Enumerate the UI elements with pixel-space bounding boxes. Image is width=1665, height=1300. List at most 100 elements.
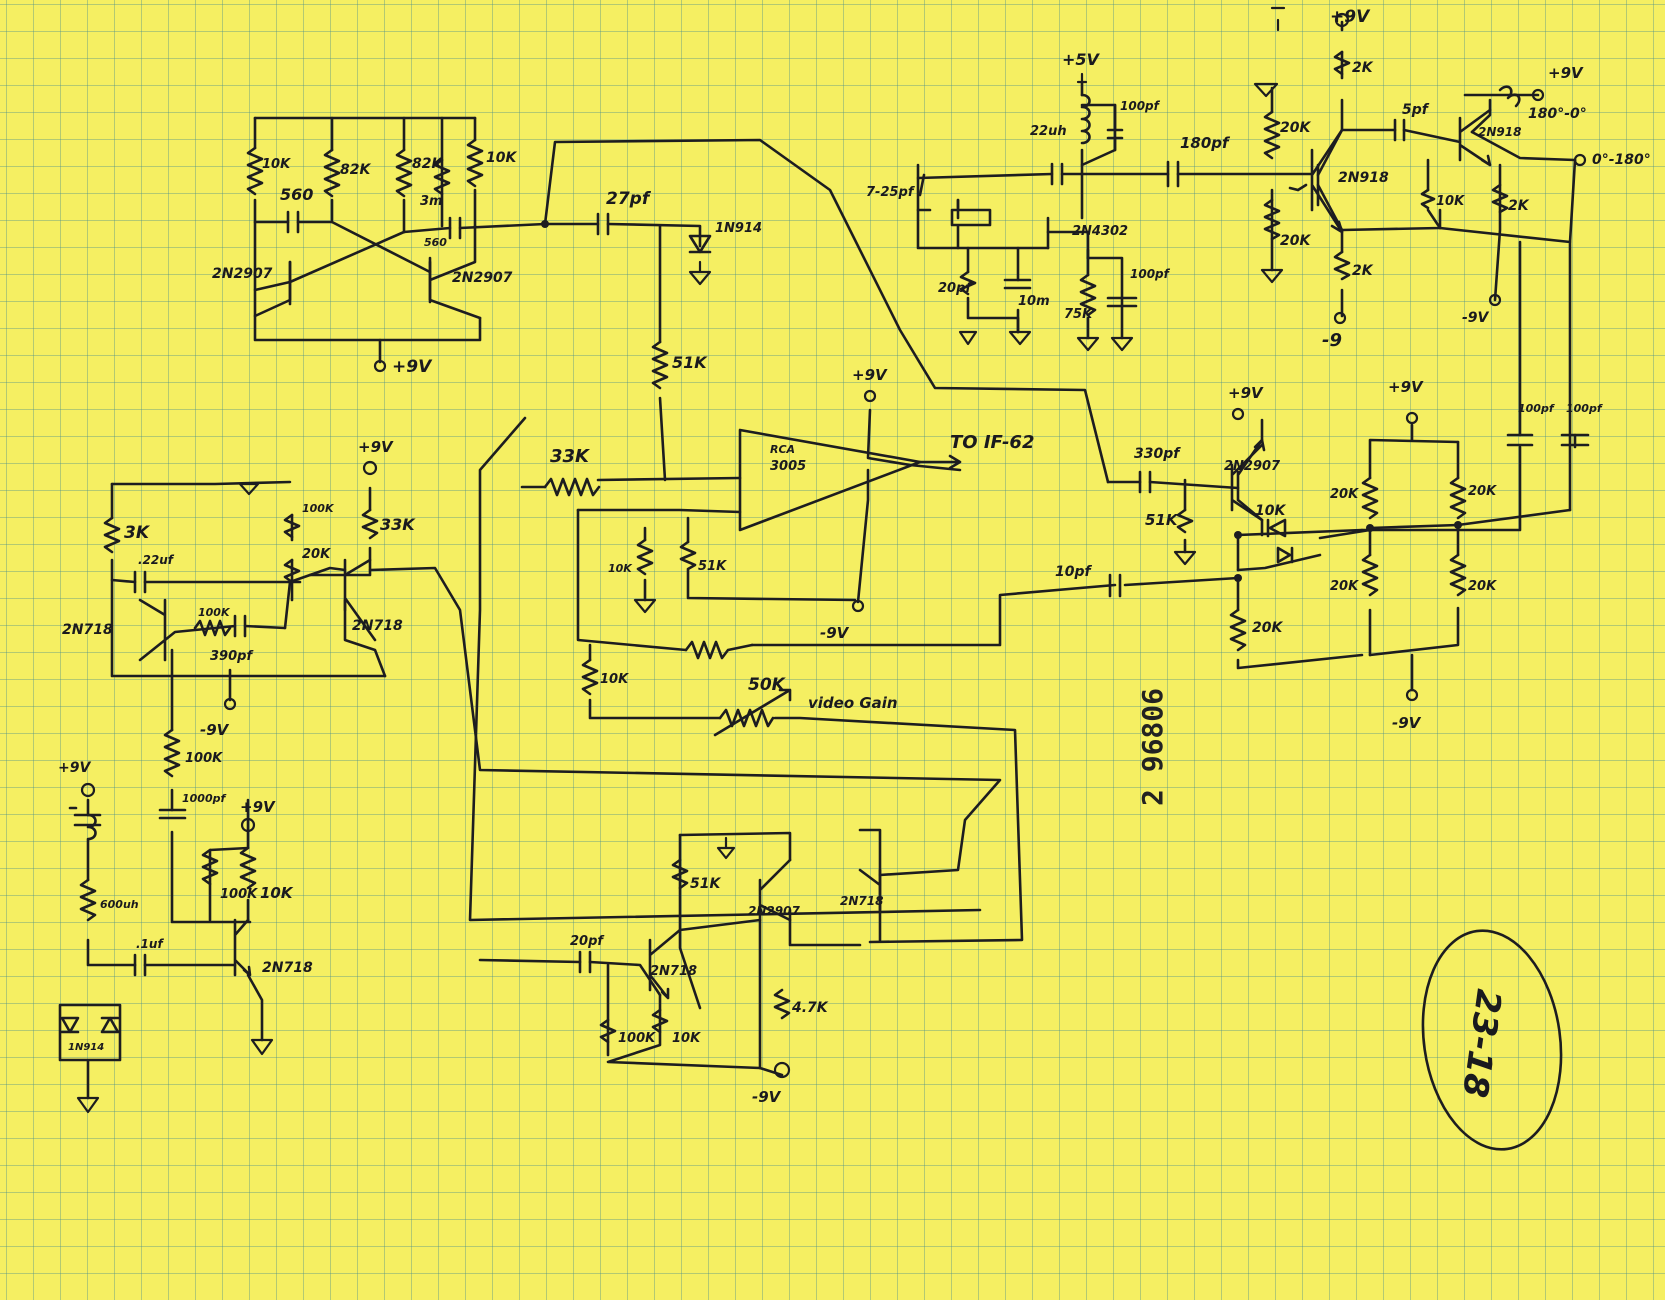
label-q-2n718-c: 2N718	[262, 960, 313, 976]
label-r-10m: 10m	[1018, 294, 1050, 309]
label-r-100k-a: 100K	[302, 502, 335, 515]
label-r-10k-f: 10K	[600, 672, 629, 687]
label-c-22uf: .22uf	[138, 553, 175, 567]
label-r-33k-b: 33K	[380, 515, 416, 534]
label-r-20k-d: 20K	[1330, 487, 1359, 502]
label-r-51k-c: 51K	[1145, 511, 1179, 529]
label-r-20k-g: 20K	[1468, 579, 1497, 594]
label-l-600uh: 600uh	[100, 898, 139, 911]
label-c-100pf-a: 100pf	[1120, 99, 1161, 113]
label-r-20k-e: 20K	[1468, 484, 1497, 499]
label-v-plus5: +5V	[1062, 50, 1101, 69]
op-amp-rca-3005	[738, 428, 962, 532]
label-r-4-7k: 4.7K	[791, 1000, 829, 1016]
label-q-2n718-e: 2N718	[650, 964, 697, 979]
label-r-82k: 82K	[340, 162, 371, 178]
label-r-100k-e: 100K	[618, 1031, 656, 1046]
label-r-3k: 3K	[124, 523, 151, 543]
label-q-2n718-a: 2N718	[62, 622, 113, 638]
label-q-2n918-b: 2N918	[1478, 125, 1521, 139]
label-to-if-62: TO IF-62	[950, 432, 1034, 453]
label-c-100pf-c: 100pf	[1518, 402, 1555, 415]
label-v-plus9-b: +9V	[1330, 7, 1371, 27]
label-r-2k-b: 2K	[1352, 263, 1374, 279]
sheet-number-circle	[1421, 929, 1563, 1151]
label-r-100k-b: 100K	[198, 606, 231, 619]
label-l-22uh: 22uh	[1030, 124, 1067, 139]
label-ic-3005: 3005	[770, 459, 806, 474]
label-c-27pf: 27pf	[606, 189, 652, 209]
label-c-5pf: 5pf	[1402, 102, 1430, 118]
label-c-10pf: 10pf	[1055, 564, 1093, 580]
label-v-minus9-e: -9V	[200, 721, 230, 739]
label-q-2n2907-b: 2N2907	[452, 270, 513, 286]
label-c-1uf: .1uf	[136, 937, 164, 951]
sheet-number: 23-18	[1454, 987, 1509, 1100]
label-v-plus9-i: +9V	[58, 760, 91, 776]
label-q-2n918-a: 2N918	[1338, 170, 1389, 186]
label-v-plus9-c: +9V	[1548, 64, 1584, 82]
label-v-minus9-f: -9V	[752, 1088, 782, 1106]
label-r-100k-c: 100K	[185, 751, 223, 766]
label-q-2n2907-a: 2N2907	[212, 266, 273, 282]
label-r-20k-c: 20K	[1252, 620, 1283, 636]
label-c-180pf: 180pf	[1180, 134, 1231, 152]
label-r-10k-d: 10K	[608, 562, 633, 575]
label-c-330pf: 330pf	[1134, 446, 1181, 462]
label-r-51k-a: 51K	[672, 353, 708, 372]
label-c-390pf: 390pf	[210, 649, 254, 664]
label-v-minus9-b: -9V	[1462, 310, 1490, 326]
label-q-2n718-d: 2N718	[840, 894, 883, 908]
label-pot-50k: 50K	[748, 675, 787, 695]
inductors-and-crystal	[86, 85, 1521, 841]
label-q-2n2907-c: 2N2907	[1224, 459, 1281, 474]
label-ic-rca: RCA	[770, 443, 795, 456]
capacitors	[68, 103, 1590, 977]
label-r-3m: 3m	[420, 194, 443, 209]
label-r-10k-g: 10K	[260, 884, 294, 902]
label-q-2n718-b: 2N718	[352, 618, 403, 634]
label-r-20k-f: 20K	[1330, 579, 1359, 594]
label-c-560-b: 560	[424, 236, 447, 249]
label-c-100pf-b: 100pf	[1130, 267, 1171, 281]
label-r-51k-d: 51K	[690, 876, 721, 892]
component-labels: 10K 82K 82K 10K 560 3m 560 2N2907 2N2907…	[58, 7, 1651, 1106]
label-v-plus9-top: +9V	[392, 357, 433, 377]
label-c-100pf-d: 100pf	[1566, 402, 1603, 415]
label-r-20k-a: 20K	[1280, 120, 1311, 136]
label-q-2n4302: 2N4302	[1072, 224, 1128, 239]
label-r-10k: 10K	[262, 157, 291, 172]
label-d-1n914-b: 1N914	[68, 1042, 104, 1053]
label-v-minus9-d: -9V	[1392, 714, 1422, 732]
label-r-10k-e: 10K	[1255, 503, 1286, 519]
label-r-100k-d: 100K	[220, 887, 258, 902]
label-r-33k-a: 33K	[550, 446, 591, 467]
label-v-plus9-h: +9V	[240, 798, 276, 816]
label-r-20k-b: 20K	[1280, 233, 1311, 249]
label-v-plus9-f: +9V	[1388, 378, 1424, 396]
terminals-and-grounds	[76, 6, 1587, 1114]
label-v-minus9-c: -9V	[820, 624, 850, 642]
label-r-82k-b: 82K	[412, 156, 443, 172]
label-r-75k: 75K	[1064, 307, 1093, 322]
schematic-wires	[58, 20, 1577, 1100]
label-q-2n2907-d: 2N2907	[748, 904, 800, 918]
label-video-gain: video Gain	[808, 694, 898, 712]
label-c-560: 560	[280, 185, 313, 204]
label-c-20pf-b: 20pf	[570, 934, 605, 949]
label-v-minus9-a: -9	[1322, 330, 1342, 351]
transistors	[138, 108, 1492, 1000]
label-v-plus9-e: +9V	[1228, 384, 1264, 402]
label-phase-a: 180°-0°	[1528, 106, 1587, 122]
label-r-51k-b: 51K	[698, 559, 727, 574]
label-c-20pf-a: 20pf	[938, 281, 973, 296]
label-r-10k-b: 10K	[486, 150, 517, 166]
label-r-2k-a: 2K	[1352, 60, 1374, 76]
label-d-1n914-a: 1N914	[715, 221, 762, 236]
junction-dots	[541, 220, 1462, 582]
label-r-10k-h: 10K	[672, 1031, 701, 1046]
label-r-20k-h: 20K	[302, 547, 331, 562]
diodes	[60, 234, 1294, 1034]
